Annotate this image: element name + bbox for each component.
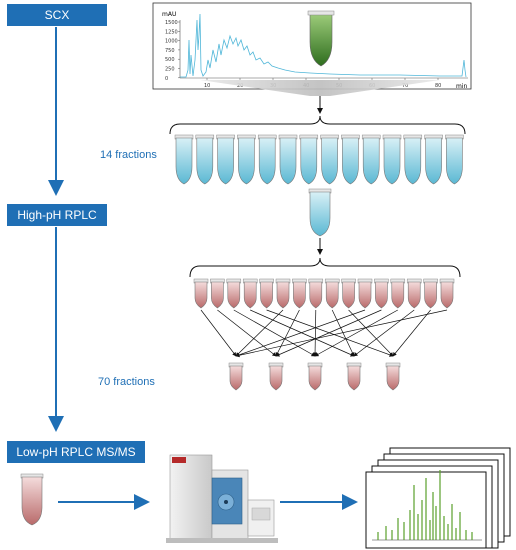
scx-fraction-tube xyxy=(257,134,277,185)
y-tick-label: 1250 xyxy=(165,29,178,35)
scx-fraction-tube xyxy=(195,134,215,185)
rplc-fraction-tube xyxy=(374,278,389,309)
y-tick-label: 500 xyxy=(165,57,175,63)
concatenation-line xyxy=(235,309,284,357)
concatenation-line xyxy=(314,309,398,357)
step-scx: SCX xyxy=(7,4,107,26)
pooled-fraction-tube xyxy=(385,362,401,391)
concatenation-line xyxy=(392,309,431,357)
concatenation-line xyxy=(275,309,382,357)
scx-fraction-tube xyxy=(424,134,443,185)
chromatogram-trace xyxy=(180,13,467,78)
rplc-fraction-tube xyxy=(324,278,340,309)
rplc-fraction-tube xyxy=(341,278,356,309)
pooled-fraction-tube xyxy=(307,362,323,391)
scx-fraction-tube xyxy=(237,134,256,185)
rplc-fraction-tube xyxy=(423,278,438,309)
rplc-fraction-tube xyxy=(259,278,274,309)
scx-fraction-tube xyxy=(403,134,423,185)
msms-input-tube xyxy=(20,473,44,526)
rplc-fraction-tube xyxy=(193,278,209,309)
rplc-fraction-tube xyxy=(439,278,455,309)
pooled-fraction-tube xyxy=(268,362,284,391)
rplc-fraction-tube xyxy=(242,278,258,309)
y-tick-label: 250 xyxy=(165,67,175,73)
scx-fraction-tube xyxy=(216,134,235,185)
high-ph-input-tube xyxy=(308,188,332,237)
concatenation-line xyxy=(250,309,355,357)
scx-fraction-tube xyxy=(320,134,339,185)
x-tick-label: 20 xyxy=(237,83,243,89)
pooled-fraction-tube xyxy=(346,362,362,391)
lc-ms-instrument xyxy=(166,454,278,543)
rplc-fraction-tube xyxy=(275,278,291,309)
concatenation-line xyxy=(217,309,277,357)
scx-fraction-tube xyxy=(361,134,381,185)
concatenation-line xyxy=(200,309,237,357)
concatenation-line xyxy=(235,309,366,357)
y-tick-label: 1000 xyxy=(165,39,178,45)
scx-fraction-tube xyxy=(278,134,298,185)
y-tick-label: 0 xyxy=(165,76,168,82)
step-low-ph-rplc-msms: Low-pH RPLC MS/MS xyxy=(7,441,145,463)
concatenation-line xyxy=(275,309,300,357)
scx-fraction-tube xyxy=(445,134,464,185)
y-axis-unit: mAU xyxy=(162,11,176,18)
pooled-fraction-tube xyxy=(228,362,244,391)
scx-fraction-tube xyxy=(174,134,194,185)
concatenation-line xyxy=(353,309,415,357)
rplc-fraction-tube xyxy=(357,278,373,309)
scx-fraction-tube xyxy=(382,134,402,185)
concatenation-line xyxy=(312,309,318,357)
x-tick-label: 80 xyxy=(435,83,441,89)
rplc-fraction-tube xyxy=(406,278,422,309)
scx-fraction-tube xyxy=(299,134,319,185)
rplc-fraction-tube xyxy=(226,278,242,309)
y-tick-label: 1500 xyxy=(165,20,178,26)
x-tick-label: 10 xyxy=(204,83,210,89)
msms-spectra-stack xyxy=(365,447,511,549)
rplc-fraction-tube xyxy=(390,278,406,309)
y-tick-label: 750 xyxy=(165,48,175,54)
chromatogram-collection-fan xyxy=(200,80,440,96)
bracket-14-fractions xyxy=(169,115,466,135)
rplc-fraction-tube xyxy=(308,278,324,309)
concatenation-line xyxy=(233,309,316,357)
bracket-rplc-fractions xyxy=(189,257,461,278)
scx-fraction-tube xyxy=(341,134,360,185)
rplc-fraction-tube xyxy=(292,278,307,309)
step-high-ph-rplc: High-pH RPLC xyxy=(7,204,107,226)
label-70-fractions: 70 fractions xyxy=(98,376,155,388)
concatenation-line xyxy=(266,309,394,357)
scx-sample-tube xyxy=(307,10,335,67)
concatenation-line xyxy=(348,309,394,357)
label-14-fractions: 14 fractions xyxy=(100,149,157,161)
concatenation-line xyxy=(235,309,448,358)
rplc-fraction-tube xyxy=(210,278,225,309)
x-axis-unit: min xyxy=(456,83,468,90)
x-tick-label: 70 xyxy=(402,83,408,89)
